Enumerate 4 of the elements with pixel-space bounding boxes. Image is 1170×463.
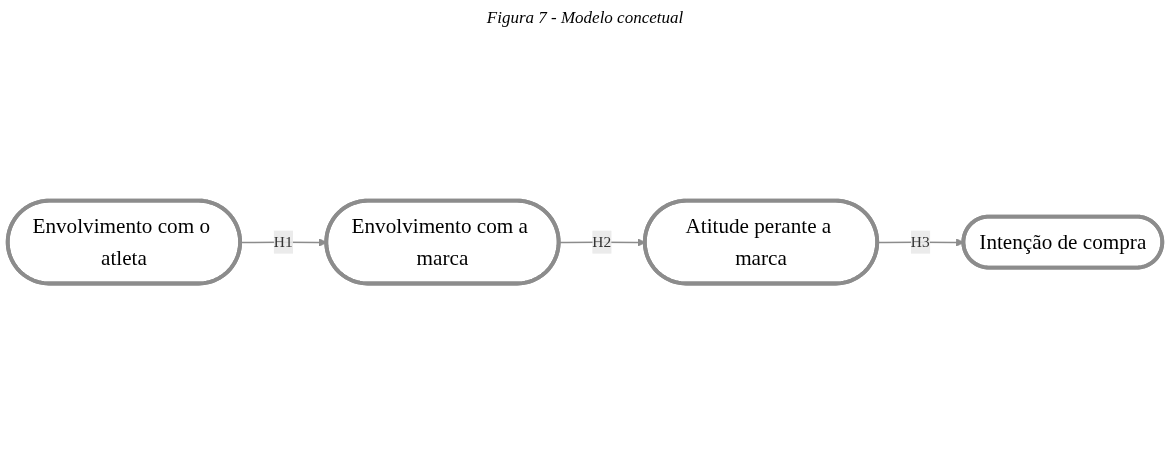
edge-label: H1 [273,233,293,250]
figure-title: Figura 7 - Modelo concetual [485,8,685,28]
edge-label: H3 [910,233,930,250]
edge-label: H2 [592,233,612,250]
